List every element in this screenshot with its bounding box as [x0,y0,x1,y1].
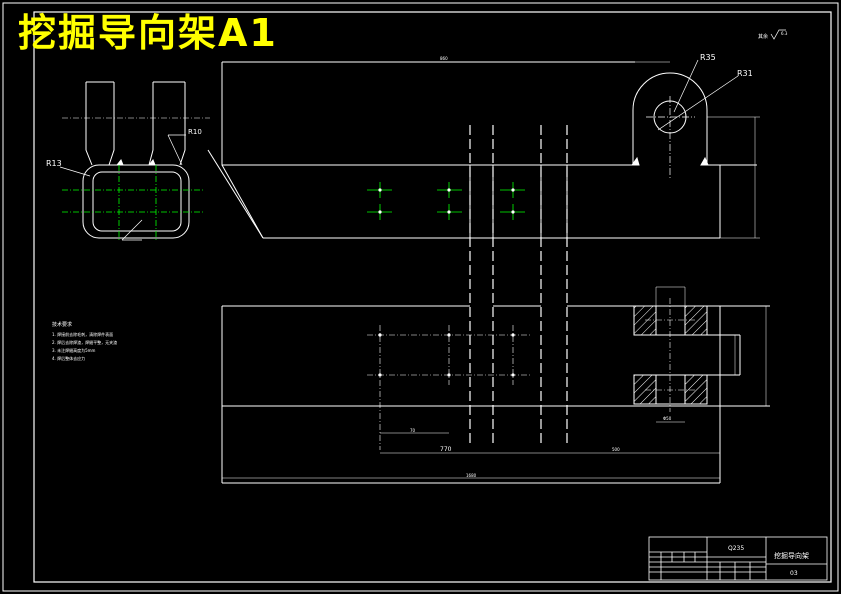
plan-dimensions [222,286,767,479]
notes-heading: 技术要求 [52,321,72,328]
title-block [648,536,828,581]
dim-1680: 1680 [466,473,477,478]
dim-500: 500 [612,447,620,452]
svg-text:6.3: 6.3 [781,31,788,36]
note-item: 2. 焊后去除焊渣，焊缝平整，无夹渣 [52,339,117,345]
front-centerlines [646,96,695,180]
r31-leader [657,75,739,131]
titleblock-material: Q235 [728,545,744,552]
titleblock-code: 03 [790,570,798,577]
note-item: 4. 焊后整体去应力 [52,355,85,361]
dim-bore: Φ50 [663,416,672,421]
r10-label: R10 [188,128,202,136]
projection-lines [469,125,568,445]
note-item: 1. 焊接前去除毛刺，清除焊件表面 [52,331,113,337]
inner-frame [33,11,832,583]
r35-leader [673,59,699,113]
drawing-title: 挖掘导向架A1 [18,11,278,55]
technical-notes: 技术要求 1. 焊接前去除毛刺，清除焊件表面 2. 焊后去除焊渣，焊缝平整，无夹… [52,321,117,361]
dim-70: 70 [410,428,416,433]
r10-leader [167,134,186,166]
right-height-dimensions [707,116,760,239]
plan-hatching [634,306,707,404]
cross-section-view [82,81,190,239]
r13-leader [59,166,91,177]
front-holes [367,182,525,220]
front-view [207,61,757,239]
titleblock-name: 挖掘导向架 [774,551,809,560]
section-centerlines [62,165,205,240]
top-length-label: 860 [440,56,448,61]
plan-holes [367,298,695,450]
r13-label: R13 [46,159,62,168]
section-weld-mark [121,219,143,241]
note-item: 3. 未注焊缝高度为5mm [52,347,96,353]
r35-label: R35 [700,53,716,62]
r31-label: R31 [737,69,753,78]
svg-text:其余: 其余 [758,33,768,40]
roughness-symbol: 其余 6.3 [758,29,788,40]
dim-770: 770 [440,446,452,453]
